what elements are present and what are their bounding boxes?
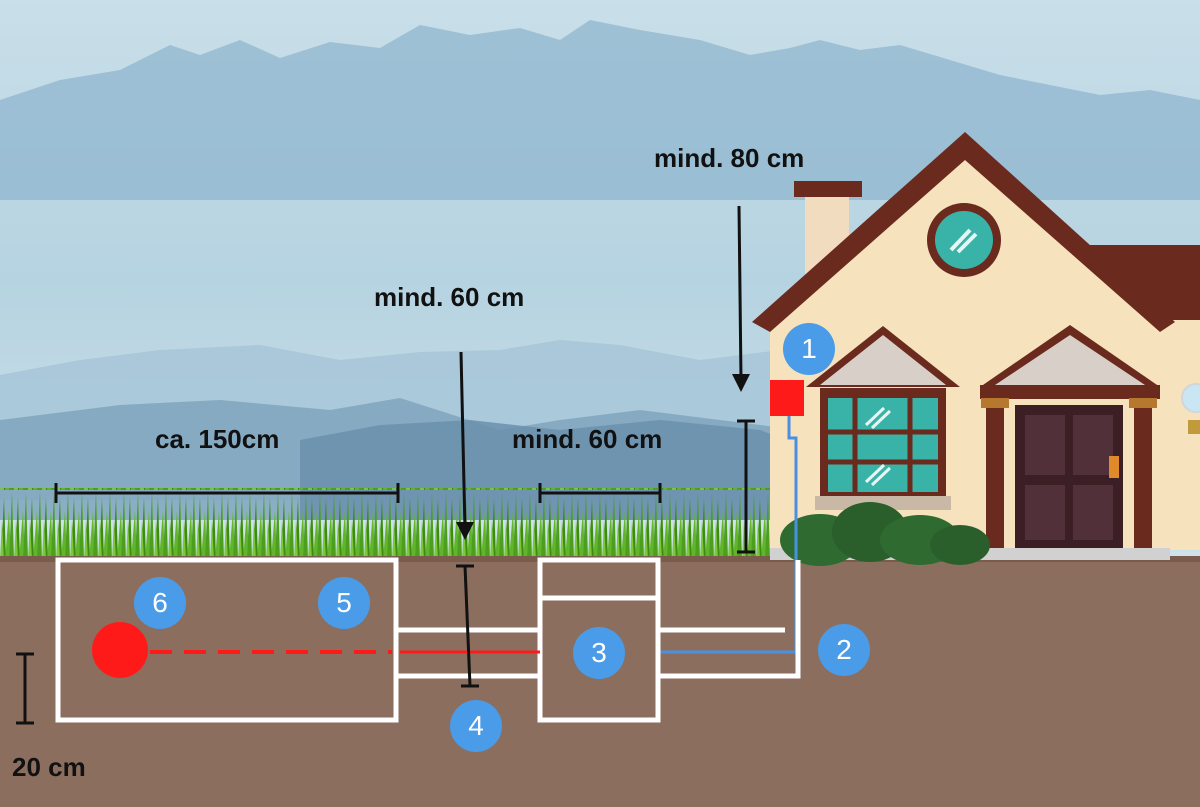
connection-box bbox=[770, 380, 804, 416]
dimension-lines bbox=[16, 205, 755, 725]
lamp-icon bbox=[1181, 383, 1200, 434]
marker-6: 6 bbox=[134, 577, 186, 629]
red-point bbox=[92, 622, 148, 678]
label-depth-60: mind. 60 cm bbox=[374, 282, 525, 312]
grass-strip bbox=[0, 488, 790, 560]
label-depth-20: 20 cm bbox=[12, 752, 86, 782]
label-height-80: mind. 80 cm bbox=[654, 143, 805, 173]
blue-pipe bbox=[660, 416, 798, 654]
marker-1: 1 bbox=[783, 323, 835, 375]
underground-structures bbox=[55, 557, 801, 723]
bush-icon bbox=[780, 502, 990, 566]
marker-4: 4 bbox=[450, 700, 502, 752]
marker-2: 2 bbox=[818, 624, 870, 676]
marker-3: 3 bbox=[573, 627, 625, 679]
mountains-background bbox=[0, 20, 1200, 200]
label-distance-150: ca. 150cm bbox=[155, 424, 280, 454]
marker-5: 5 bbox=[318, 577, 370, 629]
house-icon bbox=[752, 132, 1200, 560]
label-distance-60: mind. 60 cm bbox=[512, 424, 663, 454]
